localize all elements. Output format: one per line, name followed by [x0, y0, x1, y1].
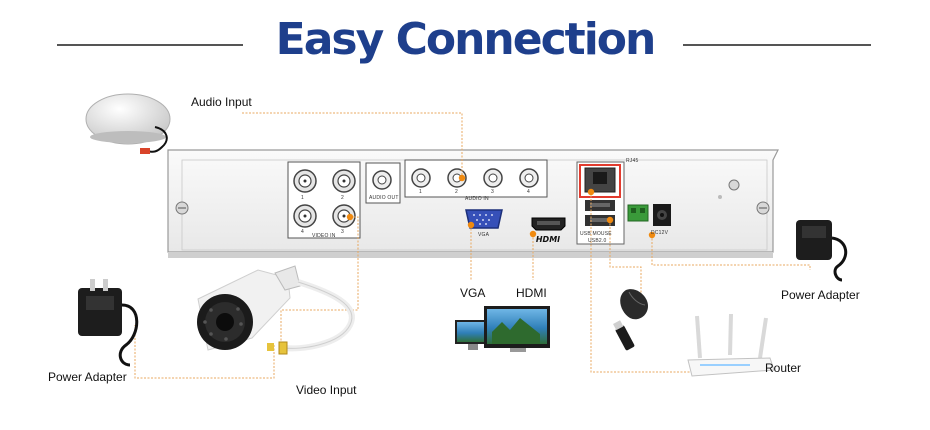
title-rule-right — [683, 44, 871, 46]
monitors-image — [455, 306, 550, 352]
audio-in-num-4: 4 — [527, 189, 530, 195]
hdmi-port: HDMI — [531, 217, 566, 244]
bullet-camera-image — [197, 265, 355, 355]
video-in-label: VIDEO IN — [312, 233, 336, 239]
svg-text:HDMI: HDMI — [536, 235, 560, 244]
video-label-4: 4 — [301, 229, 304, 235]
title-rule-left — [57, 44, 243, 46]
power-adapter-left-image — [78, 279, 139, 367]
audio-out-rca — [365, 162, 401, 204]
vga-port — [465, 209, 503, 229]
audio-in-label: AUDIO IN — [465, 196, 489, 202]
usb-stick-image — [613, 320, 635, 351]
audio-in-rca-group — [404, 159, 548, 198]
video-label-3: 3 — [341, 229, 344, 235]
audio-in-num-1: 1 — [419, 189, 422, 195]
video-label-1: 1 — [301, 195, 304, 201]
video-in-bnc-group — [287, 161, 361, 239]
terminal-and-dc-jack — [627, 204, 671, 226]
page-title: Easy Connection — [275, 14, 657, 65]
connector-dots — [346, 174, 656, 239]
rj45-usb-block — [576, 161, 625, 245]
rj45-label: RJ45 — [626, 158, 639, 164]
video-input-label: Video Input — [296, 383, 357, 397]
dc12v-label: DC12V — [651, 230, 669, 236]
power-adapter-left-label: Power Adapter — [48, 370, 127, 384]
vga-panel-label: VGA — [478, 232, 490, 238]
router-image — [687, 313, 775, 377]
power-adapter-right-label: Power Adapter — [781, 288, 860, 302]
microphone-image — [85, 93, 171, 154]
mouse-image — [620, 289, 648, 320]
usb-mouse-label: USB MOUSE — [580, 231, 612, 237]
vga-label: VGA — [460, 286, 486, 300]
audio-in-num-2: 2 — [455, 189, 458, 195]
audio-input-label: Audio Input — [191, 95, 252, 109]
video-label-2: 2 — [341, 195, 344, 201]
audio-out-label: AUDIO OUT — [369, 195, 399, 201]
connector-lines — [134, 112, 811, 379]
power-adapter-right-image — [796, 220, 848, 282]
hdmi-label: HDMI — [516, 286, 547, 300]
router-label: Router — [765, 361, 802, 375]
usb2-label: USB2.0 — [588, 238, 607, 244]
audio-in-num-3: 3 — [491, 189, 494, 195]
